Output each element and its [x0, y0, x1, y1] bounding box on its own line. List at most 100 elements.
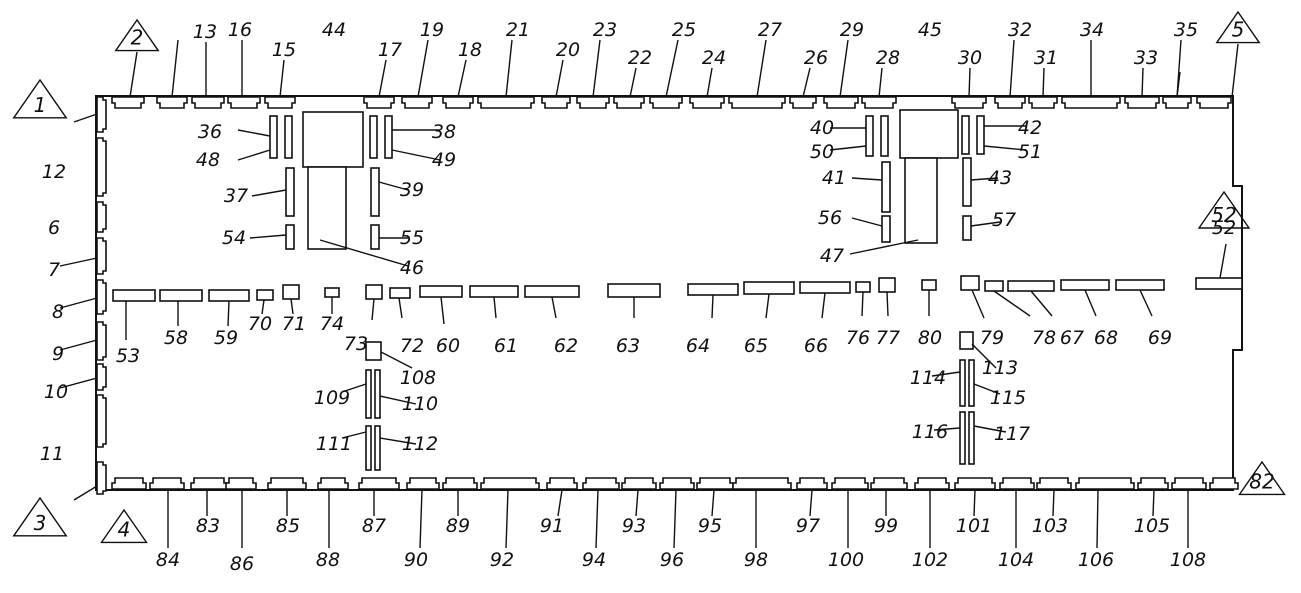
left-wall-unit-3 [96, 201, 107, 233]
bottom-wall-unit-9 [442, 477, 478, 490]
item-label-60: 60 [436, 335, 460, 357]
item-label-83: 83 [196, 515, 220, 537]
item-label-64: 64 [686, 335, 710, 357]
leader-line [261, 299, 265, 315]
item-label-108: 108 [1170, 549, 1206, 571]
bottom-wall-unit-14 [659, 477, 695, 490]
item-label-31: 31 [1034, 47, 1058, 69]
left-wall-unit-7 [96, 363, 107, 391]
leader-line [59, 257, 98, 267]
reference-triangle-label: 52 [1211, 203, 1236, 227]
item-label-54: 54 [222, 227, 246, 249]
unit-48-box [284, 115, 293, 159]
unit-47-box [904, 157, 938, 244]
leader-line [971, 343, 997, 369]
bottom-wall-unit-12 [582, 477, 620, 490]
top-wall-unit-25 [1196, 96, 1232, 109]
top-wall-unit-19 [951, 96, 987, 109]
bottom-wall-unit-5 [267, 477, 307, 490]
leader-line [279, 59, 285, 98]
leader-line [973, 425, 1007, 433]
unit-65-box [743, 281, 795, 295]
unit-68-box [1060, 279, 1110, 291]
item-label-35: 35 [1174, 19, 1198, 41]
item-label-68: 68 [1094, 327, 1118, 349]
leader-line [171, 39, 179, 98]
reference-triangle [12, 496, 68, 537]
item-label-116: 116 [912, 421, 948, 443]
leader-line [829, 145, 867, 151]
leader-line [251, 189, 287, 197]
left-wall-unit-6 [96, 321, 107, 361]
top-wall-unit-10 [541, 96, 571, 109]
top-wall-unit-3 [191, 96, 225, 109]
leader-line [706, 67, 713, 98]
unit-53-box [112, 289, 156, 302]
top-wall-unit-4 [227, 96, 261, 109]
item-label-16: 16 [228, 19, 252, 41]
leader-line [59, 339, 98, 351]
leader-line [1030, 290, 1053, 317]
leader-line [809, 489, 813, 517]
leader-line [970, 177, 999, 181]
unit-60-box [419, 285, 463, 298]
unit-55-box [370, 224, 380, 250]
leader-line [931, 371, 961, 377]
item-label-21: 21 [506, 19, 530, 41]
leader-line [398, 297, 403, 319]
item-label-26: 26 [804, 47, 828, 69]
item-label-6: 6 [48, 217, 60, 239]
item-label-101: 101 [956, 515, 992, 537]
item-label-22: 22 [628, 47, 652, 69]
bottom-wall-unit-7 [358, 477, 400, 490]
item-label-66: 66 [804, 335, 828, 357]
top-wall-unit-21 [1028, 96, 1058, 109]
item-label-8: 8 [52, 301, 64, 323]
item-label-100: 100 [828, 549, 864, 571]
leader-line [765, 293, 770, 319]
item-label-117: 117 [994, 423, 1030, 445]
item-label-20: 20 [556, 39, 580, 61]
leader-line [129, 51, 138, 98]
unit-67-box [1007, 280, 1055, 292]
left-wall-unit-2 [96, 137, 107, 197]
item-label-89: 89 [446, 515, 470, 537]
item-label-12: 12 [42, 161, 66, 183]
item-label-98: 98 [744, 549, 768, 571]
item-label-49: 49 [432, 149, 456, 171]
left-wall-unit-8 [96, 394, 107, 448]
wall-units [96, 96, 1239, 495]
leader-line [851, 177, 883, 181]
top-wall-unit-16 [789, 96, 817, 109]
unit-79-box [960, 275, 980, 291]
item-label-29: 29 [840, 19, 864, 41]
item-label-111: 111 [316, 433, 352, 455]
item-label-108: 108 [400, 367, 436, 389]
leader-line [249, 234, 287, 239]
unit-115-box [968, 359, 975, 407]
item-label-86: 86 [230, 553, 254, 575]
unit-38-box [369, 115, 378, 159]
top-wall-unit-8 [442, 96, 474, 109]
unit-63-box [607, 283, 661, 298]
unit-110-box [374, 369, 381, 419]
item-label-45: 45 [918, 19, 942, 41]
bottom-wall-unit-26 [1171, 477, 1207, 490]
bottom-wall-unit-27 [1209, 477, 1239, 490]
item-label-9: 9 [52, 343, 64, 365]
unit-56-box [881, 215, 891, 243]
bottom-wall-unit-21 [954, 477, 996, 490]
unit-54-box [285, 224, 295, 250]
leader-line [379, 437, 417, 445]
leader-line [505, 39, 513, 98]
unit-66-box [799, 281, 851, 294]
item-label-70: 70 [248, 313, 272, 335]
unit-43-box [962, 157, 972, 207]
item-label-13: 13 [193, 21, 217, 43]
leader-line [378, 59, 387, 98]
unit-52-box [1195, 277, 1243, 290]
leader-line [592, 39, 601, 98]
